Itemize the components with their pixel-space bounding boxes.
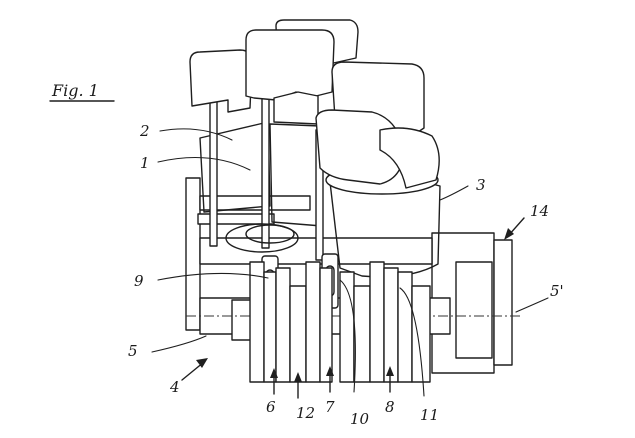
springs (225, 223, 299, 253)
label-10: 10 (350, 410, 370, 428)
label-2: 2 (139, 122, 150, 140)
figure-title: Fig. 1 (49, 81, 115, 102)
label-12: 12 (296, 404, 315, 422)
reference-numerals: 2 1 3 14 9 5' 5 4 6 12 7 10 8 11 (128, 122, 564, 428)
comb (249, 261, 431, 383)
label-4: 4 (169, 378, 180, 396)
label-5-prime: 5' (550, 282, 564, 300)
label-8: 8 (385, 398, 395, 416)
leader-lines (151, 128, 549, 397)
heads-back (189, 19, 359, 125)
coil-2 (199, 121, 271, 213)
label-11: 11 (420, 406, 439, 424)
label-5: 5 (128, 342, 138, 360)
label-6: 6 (266, 398, 276, 416)
label-9: 9 (134, 272, 144, 290)
label-7: 7 (325, 398, 335, 416)
arrows (181, 217, 525, 399)
label-1: 1 (140, 154, 150, 172)
head-front (315, 61, 440, 189)
figure-title-text: Fig. 1 (51, 81, 99, 100)
label-3: 3 (476, 176, 486, 194)
label-14: 14 (530, 202, 549, 220)
right-housing (431, 232, 513, 374)
